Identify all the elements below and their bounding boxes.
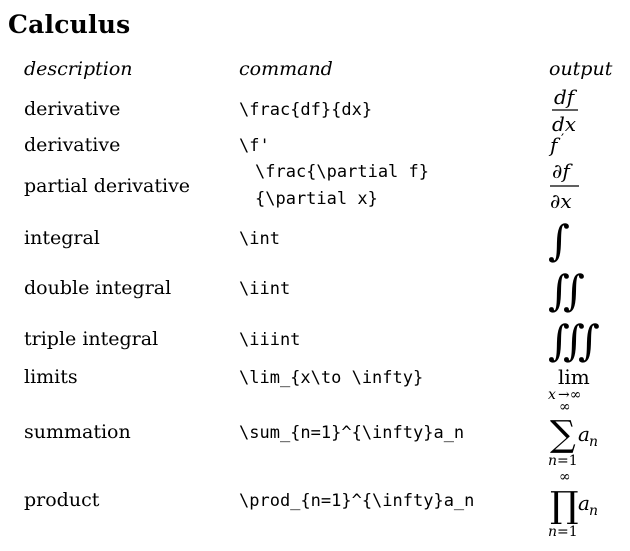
- svg-text:n: n: [548, 524, 557, 540]
- output-integral-symbol: ∫: [548, 215, 578, 271]
- svg-text:x: x: [548, 387, 556, 402]
- output-limit-expression: lim x →∞: [548, 364, 608, 406]
- svg-text:′: ′: [561, 132, 564, 148]
- svg-text:=1: =1: [557, 524, 578, 540]
- output-summation-expression: ∞ ∑ a n n =1: [548, 396, 624, 472]
- svg-text:a: a: [578, 422, 590, 446]
- output-product-expression: ∞ ∏ a n n =1: [548, 466, 624, 546]
- row-command-prime: \f': [239, 136, 270, 156]
- output-double-integral-symbol: ∫ ∫: [548, 263, 592, 319]
- row-description-integral: integral: [24, 227, 100, 249]
- svg-text:=1: =1: [557, 453, 578, 468]
- svg-text:dx: dx: [552, 112, 576, 134]
- section-title: Calculus: [8, 10, 131, 39]
- svg-text:∂f: ∂f: [552, 159, 573, 183]
- row-description-summation: summation: [24, 421, 131, 443]
- row-command-iiint: \iiint: [239, 330, 301, 350]
- row-description-derivative-prime: derivative: [24, 134, 121, 156]
- row-command-lim: \lim_{x\to \infty}: [239, 368, 424, 388]
- svg-text:∞: ∞: [559, 399, 571, 415]
- row-command-partial-line2: {\partial x}: [255, 189, 378, 209]
- svg-text:∫: ∫: [548, 266, 570, 315]
- header-description: description: [24, 58, 133, 80]
- row-command-partial-line1: \frac{\partial f}: [255, 162, 429, 182]
- row-description-triple-integral: triple integral: [24, 328, 159, 350]
- svg-text:lim: lim: [558, 365, 590, 389]
- output-partial-fraction: ∂f ∂x: [548, 158, 588, 218]
- row-description-limits: limits: [24, 366, 78, 388]
- svg-text:∫: ∫: [578, 316, 600, 365]
- svg-text:f: f: [548, 133, 561, 157]
- row-description-product: product: [24, 489, 100, 511]
- header-command: command: [239, 58, 333, 80]
- header-output: output: [549, 58, 613, 80]
- row-description-derivative: derivative: [24, 98, 121, 120]
- svg-text:df: df: [554, 85, 578, 109]
- row-description-double-integral: double integral: [24, 277, 172, 299]
- svg-text:∂x: ∂x: [550, 189, 572, 213]
- svg-text:a: a: [578, 491, 590, 515]
- svg-text:∫: ∫: [563, 266, 585, 315]
- svg-text:∞: ∞: [559, 469, 571, 485]
- svg-text:n: n: [589, 434, 598, 450]
- svg-text:∑: ∑: [550, 414, 576, 455]
- svg-text:∫: ∫: [548, 216, 570, 265]
- row-command-prod: \prod_{n=1}^{\infty}a_n: [239, 491, 475, 511]
- svg-text:→∞: →∞: [558, 387, 581, 402]
- output-triple-integral-symbol: ∫ ∫ ∫: [548, 313, 610, 369]
- svg-text:∏: ∏: [550, 485, 579, 526]
- output-fraction-df-dx: df dx: [548, 84, 588, 138]
- output-f-prime: f ′: [548, 132, 578, 164]
- row-description-partial-derivative: partial derivative: [24, 175, 191, 197]
- row-command-int: \int: [239, 229, 280, 249]
- row-command-frac: \frac{df}{dx}: [239, 100, 373, 120]
- row-command-iint: \iint: [239, 279, 291, 299]
- svg-text:∫: ∫: [563, 316, 585, 365]
- svg-text:n: n: [589, 503, 598, 519]
- svg-text:n: n: [548, 453, 557, 468]
- row-command-sum: \sum_{n=1}^{\infty}a_n: [239, 423, 465, 443]
- svg-text:∫: ∫: [548, 316, 570, 365]
